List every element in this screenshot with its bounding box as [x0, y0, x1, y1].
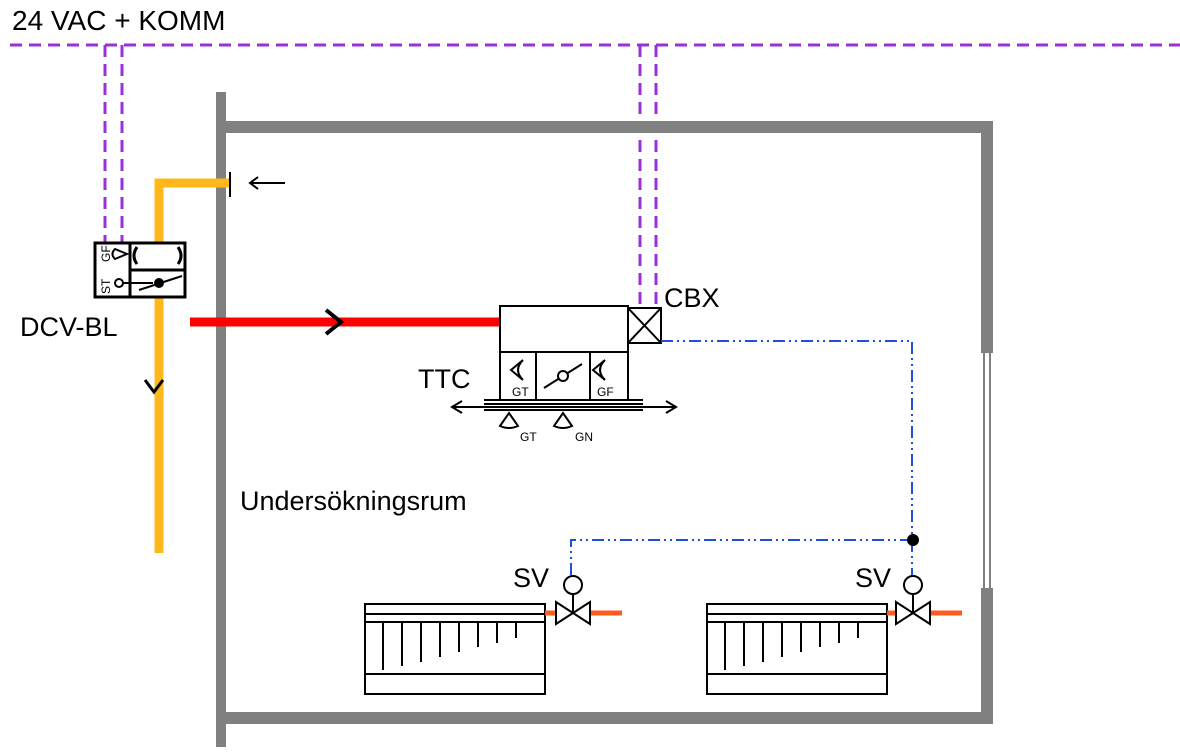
signal-junction	[907, 534, 919, 546]
ttc-label: TTC	[418, 364, 470, 394]
dcv-gf-label: GF	[99, 245, 113, 262]
ttc-gf-label: GF	[597, 385, 614, 399]
exhaust-direction-arrow	[248, 176, 285, 190]
room-label: Undersökningsrum	[240, 486, 467, 516]
exhaust-flow-arrow	[143, 379, 165, 395]
cbx-box	[627, 307, 662, 344]
ttc-unit	[499, 305, 629, 401]
ttc-base-rails	[484, 399, 643, 411]
ttc-gt-sensor-icon	[509, 359, 524, 381]
ttc-damper-icon	[543, 363, 583, 389]
supply-flow-arrow	[324, 308, 345, 336]
room-gt-label: GT	[520, 430, 537, 444]
sv-right-label: SV	[855, 563, 891, 593]
cbx-label: CBX	[664, 283, 720, 313]
room-gn-sensor-icon	[552, 411, 574, 429]
room-gn-label: GN	[575, 430, 593, 444]
window	[983, 353, 991, 588]
ttc-gt-label: GT	[512, 385, 529, 399]
sv-left-label: SV	[513, 563, 549, 593]
dcv-gf-sensor-icon	[111, 247, 130, 261]
dcv-bl-unit	[93, 241, 187, 299]
radiator-right	[706, 603, 888, 695]
dcv-damper-icon	[138, 275, 183, 291]
ttc-gf-sensor-icon	[591, 359, 606, 381]
room-walls	[216, 92, 993, 747]
dcv-bl-label: DCV-BL	[20, 312, 118, 342]
valve-right-icon	[895, 575, 931, 626]
exhaust-duct	[154, 178, 229, 553]
dcv-st-actuator-icon	[114, 278, 153, 288]
valve-left-icon	[555, 575, 591, 626]
dcv-st-label: ST	[99, 278, 113, 294]
ttc-air-throw-arrow	[450, 400, 678, 414]
room-gt-sensor-icon	[498, 411, 520, 429]
radiator-left	[364, 603, 546, 695]
bus-label: 24 VAC + KOMM	[12, 5, 225, 36]
